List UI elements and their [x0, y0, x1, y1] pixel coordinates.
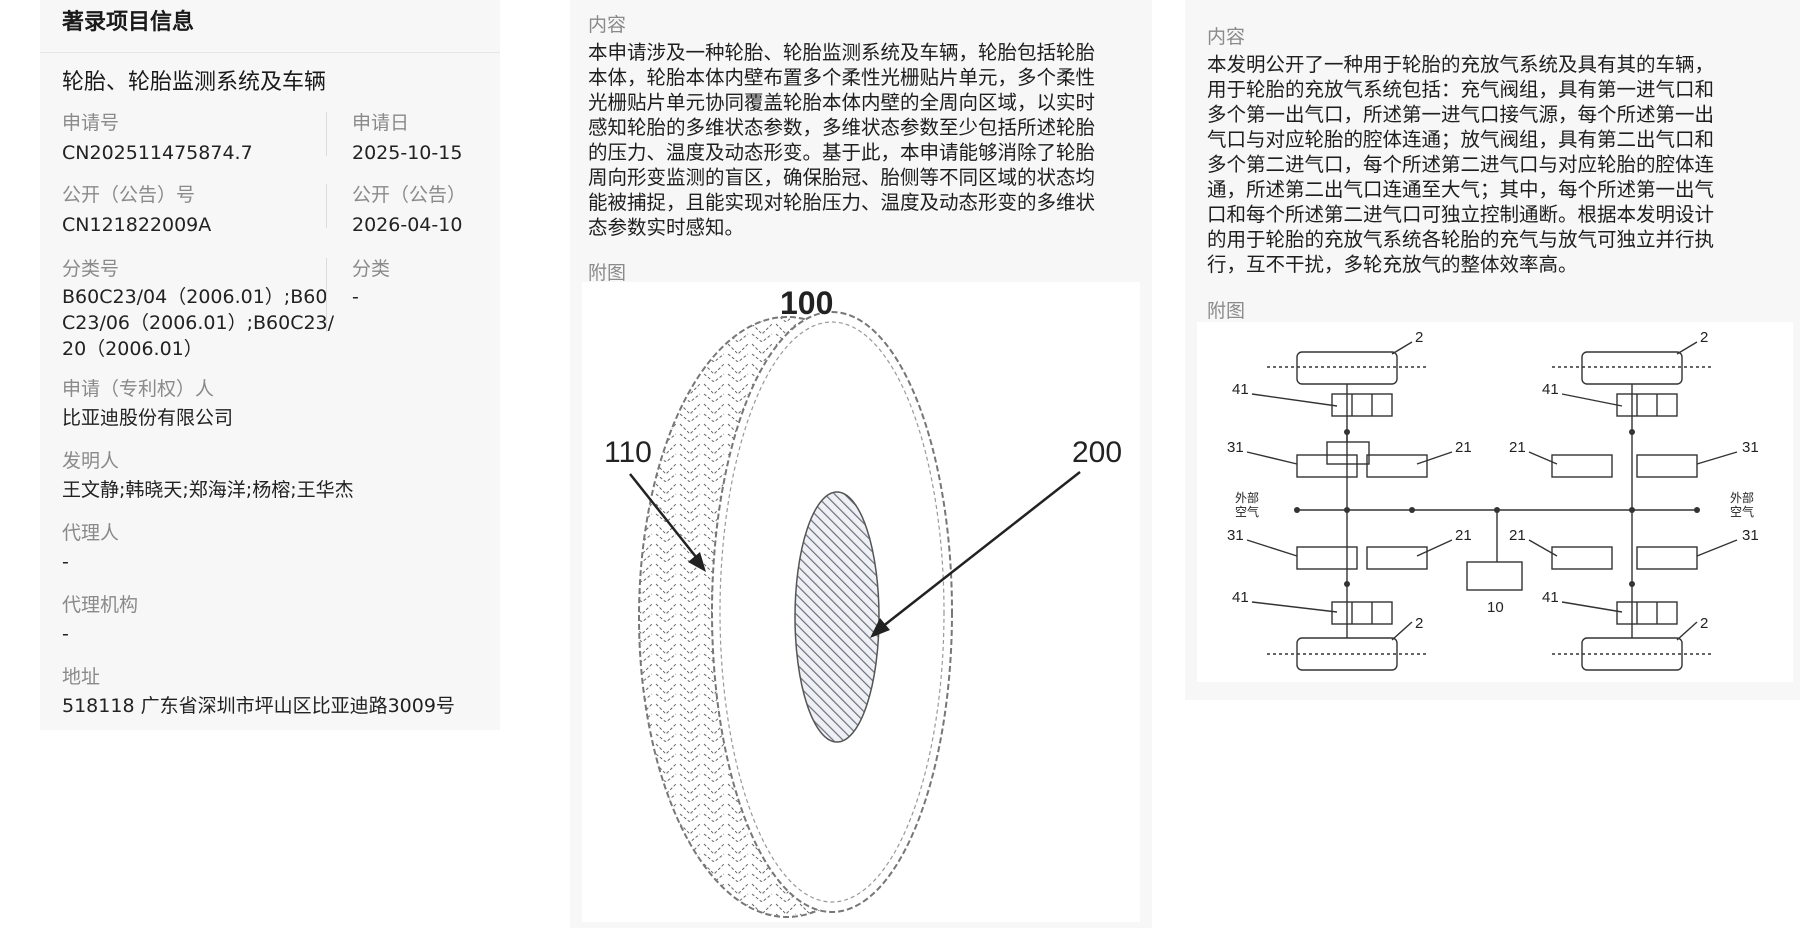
label-10: 10: [1487, 599, 1504, 616]
divider: [326, 112, 327, 156]
pneumatic-schematic: 2 2 2 2 41 41 41 41 31 31 31 31 21 21 21…: [1227, 329, 1759, 671]
publication-date: 2026-04-10: [352, 214, 463, 236]
abstract-text: 本发明公开了一种用于轮胎的充放气系统及具有其的车辆， 用于轮胎的充放气系统包括：…: [1207, 53, 1715, 276]
classification-number: B60C23/04（2006.01）;B60 C23/06（2006.01）;B…: [62, 286, 335, 360]
inventor-label: 发明人: [62, 450, 120, 472]
label-2: 2: [1700, 329, 1708, 346]
external-air-label: 空气: [1730, 504, 1754, 519]
abstract-panel-1: 内容 本申请涉及一种轮胎、轮胎监测系统及车辆，轮胎包括轮胎 本体，轮胎本体内壁布…: [570, 0, 1152, 928]
inflation-system-diagram: 2 2 2 2 41 41 41 41 31 31 31 31 21 21 21…: [1197, 322, 1793, 682]
address: 518118 广东省深圳市坪山区比亚迪路3009号: [62, 695, 455, 717]
classification-label: 分类: [352, 258, 391, 280]
classification-value: -: [352, 286, 359, 308]
publication-number-label: 公开（公告）号: [62, 184, 196, 206]
label-200: 200: [1072, 436, 1122, 469]
external-air-label: 空气: [1235, 504, 1259, 519]
tire-figure: 100 110 200: [582, 282, 1140, 922]
bibliographic-panel: 著录项目信息 轮胎、轮胎监测系统及车辆 申请号 CN202511475874.7…: [40, 0, 500, 730]
label-21: 21: [1455, 527, 1472, 544]
label-21: 21: [1455, 439, 1472, 456]
label-2: 2: [1700, 615, 1708, 632]
label-41: 41: [1232, 589, 1249, 606]
label-110: 110: [604, 436, 652, 469]
application-date-label: 申请日: [352, 112, 410, 134]
tire-drawing: 100 110 200: [604, 285, 1122, 918]
label-31: 31: [1227, 439, 1244, 456]
inventors: 王文静;韩晓天;郑海洋;杨榕;王华杰: [62, 479, 354, 501]
label-41: 41: [1542, 381, 1559, 398]
label-41: 41: [1232, 381, 1249, 398]
divider: [326, 258, 327, 332]
agency: -: [62, 623, 69, 645]
application-number: CN202511475874.7: [62, 142, 253, 164]
agency-label: 代理机构: [62, 594, 139, 616]
publication-date-label: 公开（公告）: [352, 184, 467, 206]
external-air-label: 外部: [1235, 490, 1259, 505]
figure-label: 附图: [1207, 300, 1246, 322]
label-31: 31: [1227, 527, 1244, 544]
label-31: 31: [1742, 439, 1759, 456]
applicant: 比亚迪股份有限公司: [62, 407, 234, 429]
divider: [326, 184, 327, 228]
applicant-label: 申请（专利权）人: [62, 378, 215, 400]
content-label: 内容: [588, 14, 627, 36]
content-label: 内容: [1207, 26, 1246, 48]
external-air-label: 外部: [1730, 490, 1754, 505]
application-date: 2025-10-15: [352, 142, 463, 164]
application-number-label: 申请号: [62, 112, 120, 134]
label-21: 21: [1509, 527, 1526, 544]
publication-number: CN121822009A: [62, 214, 212, 236]
label-2: 2: [1415, 329, 1423, 346]
label-21: 21: [1509, 439, 1526, 456]
agent: -: [62, 551, 69, 573]
label-41: 41: [1542, 589, 1559, 606]
figure-label: 附图: [588, 262, 627, 284]
patent-name: 轮胎、轮胎监测系统及车辆: [62, 70, 327, 95]
classification-number-label: 分类号: [62, 258, 120, 280]
label-100: 100: [780, 285, 833, 321]
label-31: 31: [1742, 527, 1759, 544]
section-title: 著录项目信息: [62, 10, 195, 35]
address-label: 地址: [62, 666, 101, 688]
label-2: 2: [1415, 615, 1423, 632]
abstract-panel-2: 内容 本发明公开了一种用于轮胎的充放气系统及具有其的车辆， 用于轮胎的充放气系统…: [1185, 0, 1800, 700]
divider: [40, 52, 500, 53]
abstract-text: 本申请涉及一种轮胎、轮胎监测系统及车辆，轮胎包括轮胎 本体，轮胎本体内壁布置多个…: [588, 41, 1096, 239]
agent-label: 代理人: [62, 522, 120, 544]
